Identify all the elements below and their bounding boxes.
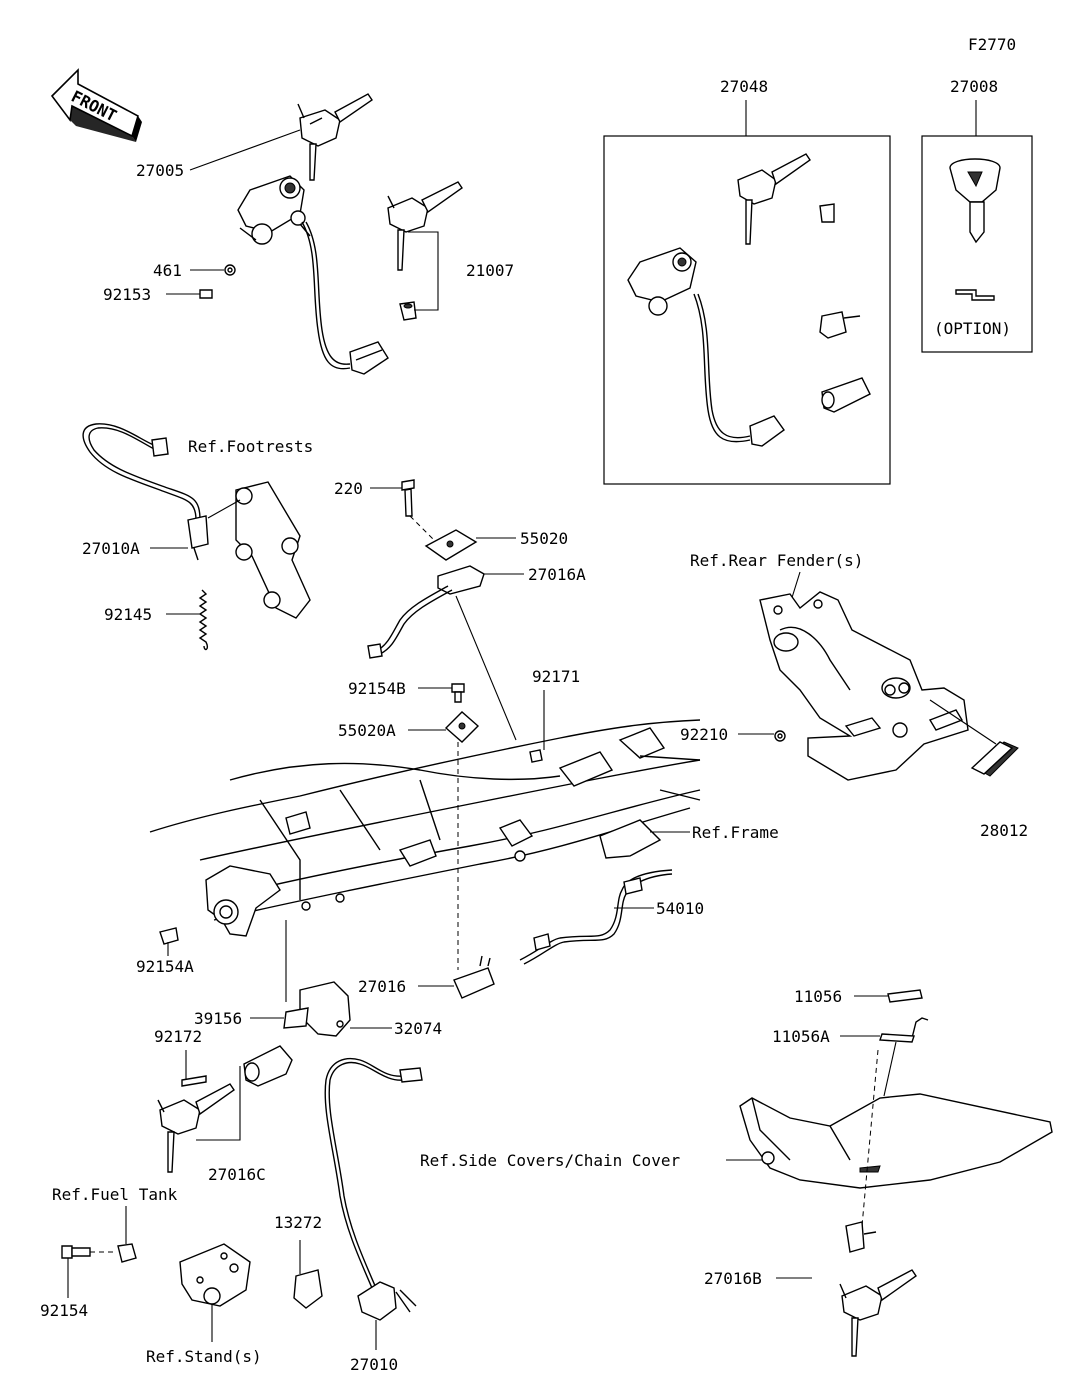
label-11056: 11056 — [794, 987, 842, 1006]
bolt-92154 — [61, 1245, 91, 1259]
label-461: 461 — [153, 261, 182, 280]
lock-27016 — [453, 955, 495, 999]
bracket-11056A — [879, 1017, 929, 1043]
front-arrow-icon: FRONT — [50, 68, 142, 142]
box-27048 — [603, 135, 891, 485]
label-27048: 27048 — [720, 77, 768, 96]
leader-21007 — [408, 231, 439, 311]
dash-220 — [409, 515, 435, 541]
ref-rear-fender-label: Ref.Rear Fender(s) — [690, 551, 863, 570]
pad-39156 — [283, 1007, 309, 1029]
label-55020: 55020 — [520, 529, 568, 548]
leader-27016A-frame — [455, 595, 517, 741]
label-32074: 32074 — [394, 1019, 442, 1038]
label-92154: 92154 — [40, 1301, 88, 1320]
plate-13272 — [293, 1269, 323, 1309]
sensor-cable-27010 — [324, 1057, 423, 1321]
key-21007 — [387, 181, 463, 321]
label-27016: 27016 — [358, 977, 406, 996]
frame-assembly — [149, 719, 701, 937]
collar-fuel-tank — [117, 1243, 137, 1263]
label-27016A: 27016A — [528, 565, 586, 584]
label-27005: 27005 — [136, 161, 184, 180]
label-27010A: 27010A — [82, 539, 140, 558]
label-92172: 92172 — [154, 1027, 202, 1046]
bolt-220 — [401, 479, 415, 517]
ref-footrests-label: Ref.Footrests — [188, 437, 313, 456]
screw-92172 — [181, 1075, 207, 1087]
label-39156: 39156 — [194, 1009, 242, 1028]
figure-code: F2770 — [968, 35, 1016, 54]
dash-11056A — [861, 1049, 879, 1227]
rear-fender — [759, 591, 969, 781]
label-11056A: 11056A — [772, 1027, 830, 1046]
label-54010: 54010 — [656, 899, 704, 918]
bolt-92154A — [159, 927, 179, 945]
plate-55020 — [424, 529, 478, 561]
ref-side-covers-label: Ref.Side Covers/Chain Cover — [420, 1151, 680, 1170]
bolt-92154B — [451, 683, 465, 703]
ignition-switch-27005 — [237, 175, 389, 375]
nut-92171 — [529, 749, 543, 763]
label-27008: 27008 — [950, 77, 998, 96]
leader-27005 — [189, 129, 301, 171]
box-27008 — [921, 135, 1033, 353]
spring-92145 — [198, 589, 209, 651]
leader-27016C — [196, 1066, 241, 1141]
leader-28012 — [929, 699, 997, 745]
label-92210: 92210 — [680, 725, 728, 744]
label-92171: 92171 — [532, 667, 580, 686]
nut-461 — [224, 264, 236, 276]
screw-92153 — [199, 289, 213, 299]
sensor-cable-27010A — [82, 423, 209, 561]
label-21007: 21007 — [466, 261, 514, 280]
label-27016B: 27016B — [704, 1269, 762, 1288]
leader-11056A-cover — [883, 1041, 897, 1097]
clip-11056 — [887, 989, 923, 1003]
label-92154A: 92154A — [136, 957, 194, 976]
leader-ref-footrests — [207, 499, 241, 519]
lock-set-27016C — [157, 1045, 293, 1173]
label-13272: 13272 — [274, 1213, 322, 1232]
stand-bracket — [179, 1243, 251, 1307]
lock-set-27016B — [839, 1221, 917, 1357]
label-92145: 92145 — [104, 605, 152, 624]
label-27010: 27010 — [350, 1355, 398, 1374]
plate-55020A — [444, 711, 480, 743]
blank-key-27008-icon — [949, 158, 1001, 301]
label-55020A: 55020A — [338, 721, 396, 740]
label-28012: 28012 — [980, 821, 1028, 840]
helmet-lock-27016A — [367, 565, 485, 659]
nut-92210 — [774, 730, 786, 742]
label-220: 220 — [334, 479, 363, 498]
footrest-bracket — [235, 481, 311, 619]
key-set-27048 — [627, 153, 871, 447]
label-92154B: 92154B — [348, 679, 406, 698]
ref-frame-label: Ref.Frame — [692, 823, 779, 842]
reflector-28012 — [970, 741, 1019, 777]
option-label: (OPTION) — [934, 319, 1011, 338]
ref-fuel-tank-label: Ref.Fuel Tank — [52, 1185, 178, 1204]
label-27016C: 27016C — [208, 1165, 266, 1184]
ignition-key-27005 — [297, 93, 373, 181]
ref-stand-label: Ref.Stand(s) — [146, 1347, 262, 1366]
label-92153: 92153 — [103, 285, 151, 304]
cable-54010 — [519, 869, 673, 965]
side-cover — [739, 1093, 1053, 1189]
